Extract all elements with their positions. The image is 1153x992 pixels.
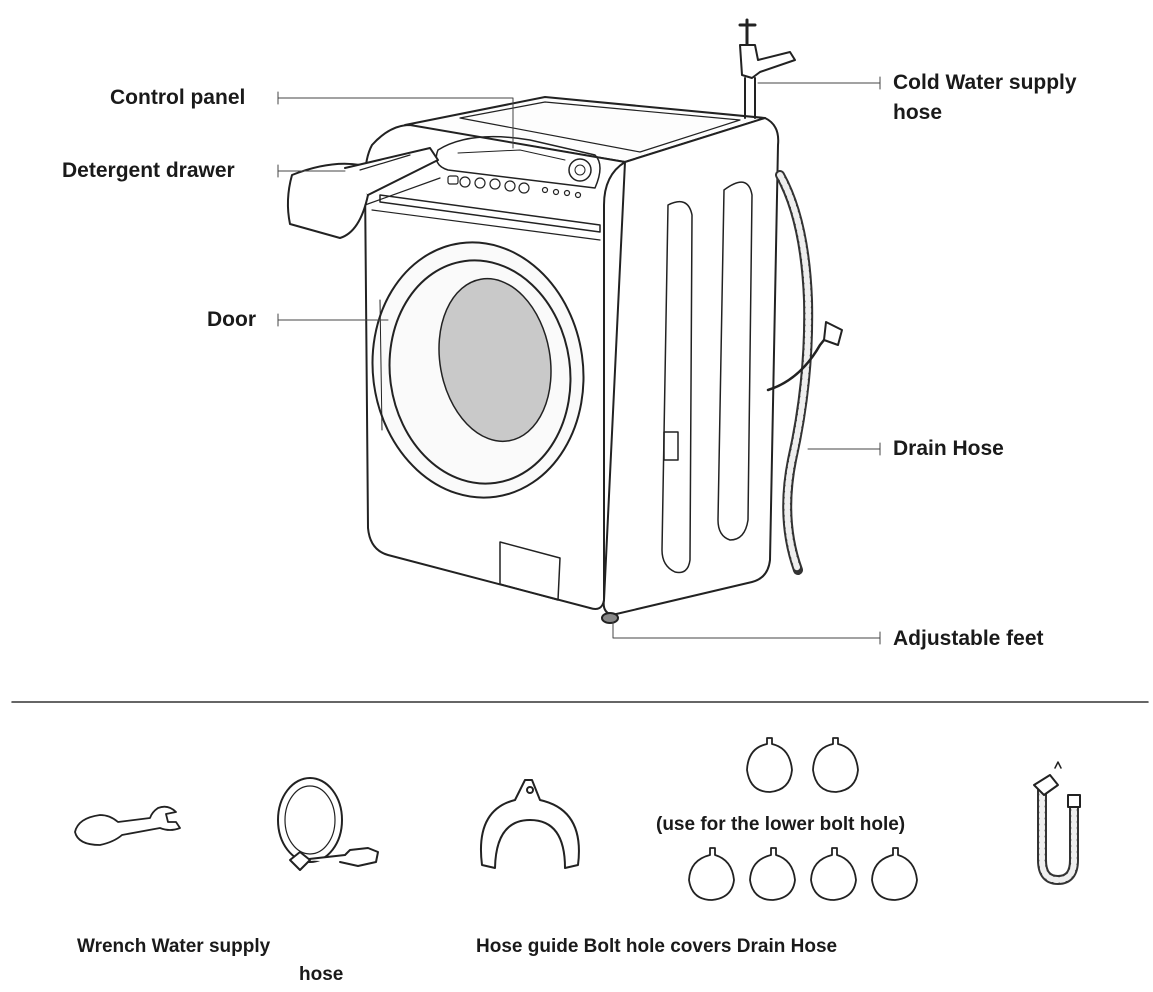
label-cold-water-hose-line1: Cold Water supply xyxy=(893,71,1077,94)
leader-lines xyxy=(277,76,881,645)
label-control-panel: Control panel xyxy=(110,86,246,109)
caption-left-line1: Wrench Water supply xyxy=(77,936,271,957)
water-supply-hose-icon xyxy=(277,777,379,871)
bolt-hole-note: (use for the lower bolt hole) xyxy=(656,814,906,835)
bolt-hole-cover-icon xyxy=(688,737,918,901)
caption-right: Hose guide Bolt hole covers Drain Hose xyxy=(476,936,838,957)
caption-left-line2: hose xyxy=(299,964,344,985)
drain-hose-installed xyxy=(766,170,843,575)
drain-hose-icon xyxy=(1033,761,1081,885)
wrench-icon xyxy=(74,805,181,846)
hose-guide-icon xyxy=(480,779,580,869)
water-tap xyxy=(738,18,796,119)
label-cold-water-hose-line2: hose xyxy=(893,101,943,124)
label-detergent-drawer: Detergent drawer xyxy=(62,159,235,182)
label-door: Door xyxy=(207,308,256,331)
label-drain-hose: Drain Hose xyxy=(893,437,1004,460)
label-adjustable-feet: Adjustable feet xyxy=(893,627,1044,650)
washing-machine xyxy=(286,96,780,624)
